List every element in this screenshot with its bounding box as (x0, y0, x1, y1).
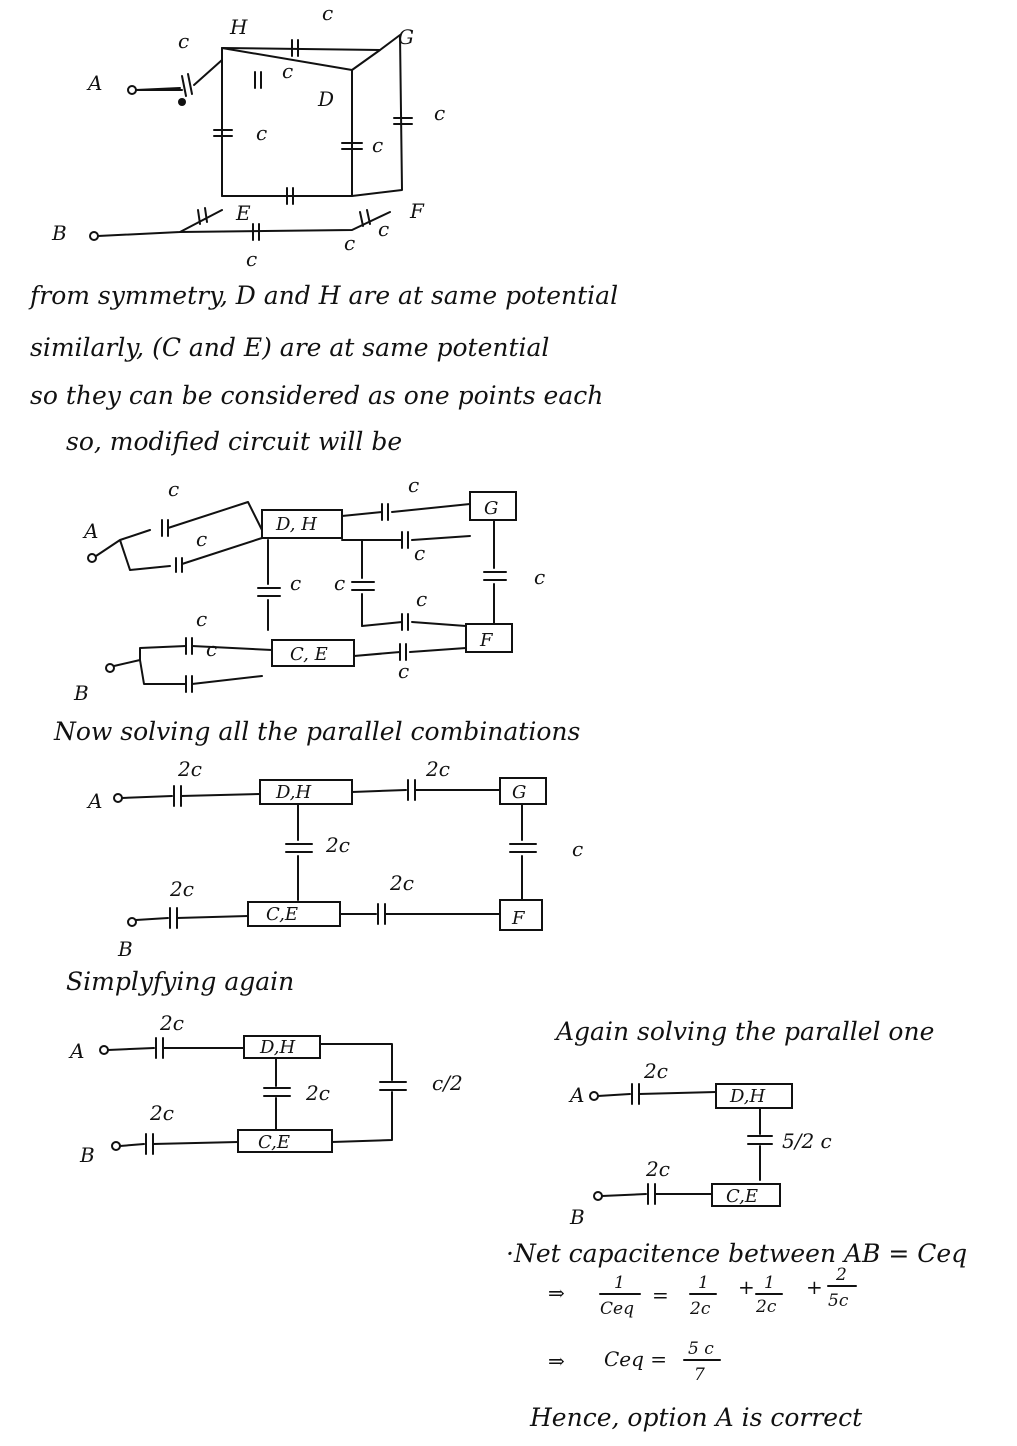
cap-label: c (206, 637, 217, 661)
cap-label-2c: 2c (645, 1157, 670, 1181)
node-label-f: F (409, 199, 425, 223)
text-again-solving: Again solving the parallel one (554, 1017, 934, 1046)
cap-label-2c: 2c (305, 1081, 330, 1105)
cap-label-2c: 2c (643, 1059, 668, 1083)
cap-label-c-half: c/2 (432, 1071, 463, 1095)
cap-label: c (196, 607, 207, 631)
cap-label: c (416, 587, 427, 611)
fraction-numerator: 5 c (688, 1339, 714, 1359)
box-d-h: D,H (275, 782, 312, 803)
cap-label: c (256, 121, 267, 145)
cap-label: c (398, 659, 409, 683)
implies-arrow: ⇒ (548, 1349, 565, 1373)
fraction-denominator: 2c (689, 1299, 711, 1319)
fraction-denominator: Ceq (600, 1299, 634, 1319)
fraction-numerator: 1 (764, 1273, 775, 1293)
fraction-numerator: 1 (614, 1273, 625, 1293)
cap-label: c (434, 101, 445, 125)
text-symmetry: from symmetry, D and H are at same poten… (28, 281, 618, 310)
cap-label: c (372, 133, 383, 157)
cap-label: c (322, 1, 333, 25)
text-simplifying: Simplyfying again (66, 967, 294, 996)
cap-label: c (534, 565, 545, 589)
cap-label: c (344, 231, 355, 255)
equation-reciprocal-sum: ⇒ 1 Ceq = 1 2c + 1 2c + 2 5c (548, 1265, 857, 1319)
final-reduced-diagram: A B D,H C,E 2c 2c 5/2 c (568, 1059, 832, 1229)
box-d-h: D,H (259, 1037, 296, 1058)
node-label-a: A (86, 789, 102, 813)
cap-label-2c: 2c (177, 757, 202, 781)
cap-label: c (282, 59, 293, 83)
box-d-h: D,H (729, 1086, 766, 1107)
cap-label: c (290, 571, 301, 595)
cap-label-c: c (572, 837, 583, 861)
node-label-h: H (229, 15, 248, 39)
text-conclusion: Hence, option A is correct (529, 1403, 863, 1432)
modified-circuit-diagram: A B D, H G C, E F c c c c c c c c c c c (73, 473, 545, 705)
box-c-e: C,E (726, 1186, 758, 1207)
ceq-lhs: Ceq = (604, 1347, 667, 1371)
fraction-numerator: 2 (835, 1265, 847, 1285)
cap-label-2c: 2c (425, 757, 450, 781)
plus-sign: + (806, 1275, 823, 1299)
node-label-e: E (235, 201, 251, 225)
implies-arrow: ⇒ (548, 1281, 565, 1305)
text-similarly: similarly, (C and E) are at same potenti… (30, 333, 549, 362)
box-c-e: C, E (290, 644, 328, 665)
cap-label-2c: 2c (149, 1101, 174, 1125)
cap-label: c (178, 29, 189, 53)
cap-label: c (196, 527, 207, 551)
equals-sign: = (652, 1283, 669, 1307)
cap-label-2c: 2c (169, 877, 194, 901)
cap-label: c (378, 217, 389, 241)
cap-label-2c: 2c (159, 1011, 184, 1035)
cap-label: c (334, 571, 345, 595)
cap-label: c (246, 247, 257, 271)
fraction-denominator: 7 (694, 1365, 705, 1385)
fraction-denominator: 2c (755, 1297, 777, 1317)
simplified-diagram: A B D,H C,E 2c 2c 2c c/2 (68, 1011, 463, 1167)
plus-sign: + (738, 1275, 755, 1299)
box-f: F (479, 630, 494, 651)
node-label-a: A (568, 1083, 584, 1107)
cap-label: c (168, 477, 179, 501)
node-label-d: D (317, 87, 334, 111)
box-c-e: C,E (258, 1132, 290, 1153)
cap-label-2c: 2c (325, 833, 350, 857)
box-f: F (511, 908, 526, 929)
node-label-b: B (51, 221, 67, 245)
cap-label: c (408, 473, 419, 497)
cap-label-2c: 2c (389, 871, 414, 895)
cube-circuit-diagram: A B H G D E F c c c c c c c c c (51, 1, 445, 271)
fraction-numerator: 1 (698, 1273, 709, 1293)
text-considered: so they can be considered as one points … (30, 381, 603, 410)
node-label-a: A (86, 71, 102, 95)
box-c-e: C,E (266, 904, 298, 925)
equation-ceq-result: ⇒ Ceq = 5 c 7 (548, 1339, 721, 1385)
cap-label: c (414, 541, 425, 565)
node-label-a: A (68, 1039, 84, 1063)
node-label-b: B (569, 1205, 585, 1229)
cap-label-5-half-c: 5/2 c (782, 1129, 832, 1153)
text-net-capacitance: ·Net capacitence between AB = Ceq (506, 1239, 967, 1268)
text-now-solving: Now solving all the parallel combination… (53, 717, 580, 746)
parallel-solved-diagram: A B D,H G C,E F 2c 2c 2c c 2c 2c (86, 757, 583, 961)
fraction-denominator: 5c (828, 1291, 849, 1311)
node-label-b: B (117, 937, 133, 961)
box-g: G (512, 782, 526, 803)
box-d-h: D, H (275, 514, 317, 535)
box-g: G (484, 498, 498, 519)
node-label-b: B (73, 681, 89, 705)
node-label-g: G (398, 25, 414, 49)
node-label-a: A (82, 519, 98, 543)
node-label-b: B (79, 1143, 95, 1167)
text-modified: so, modified circuit will be (66, 427, 402, 456)
